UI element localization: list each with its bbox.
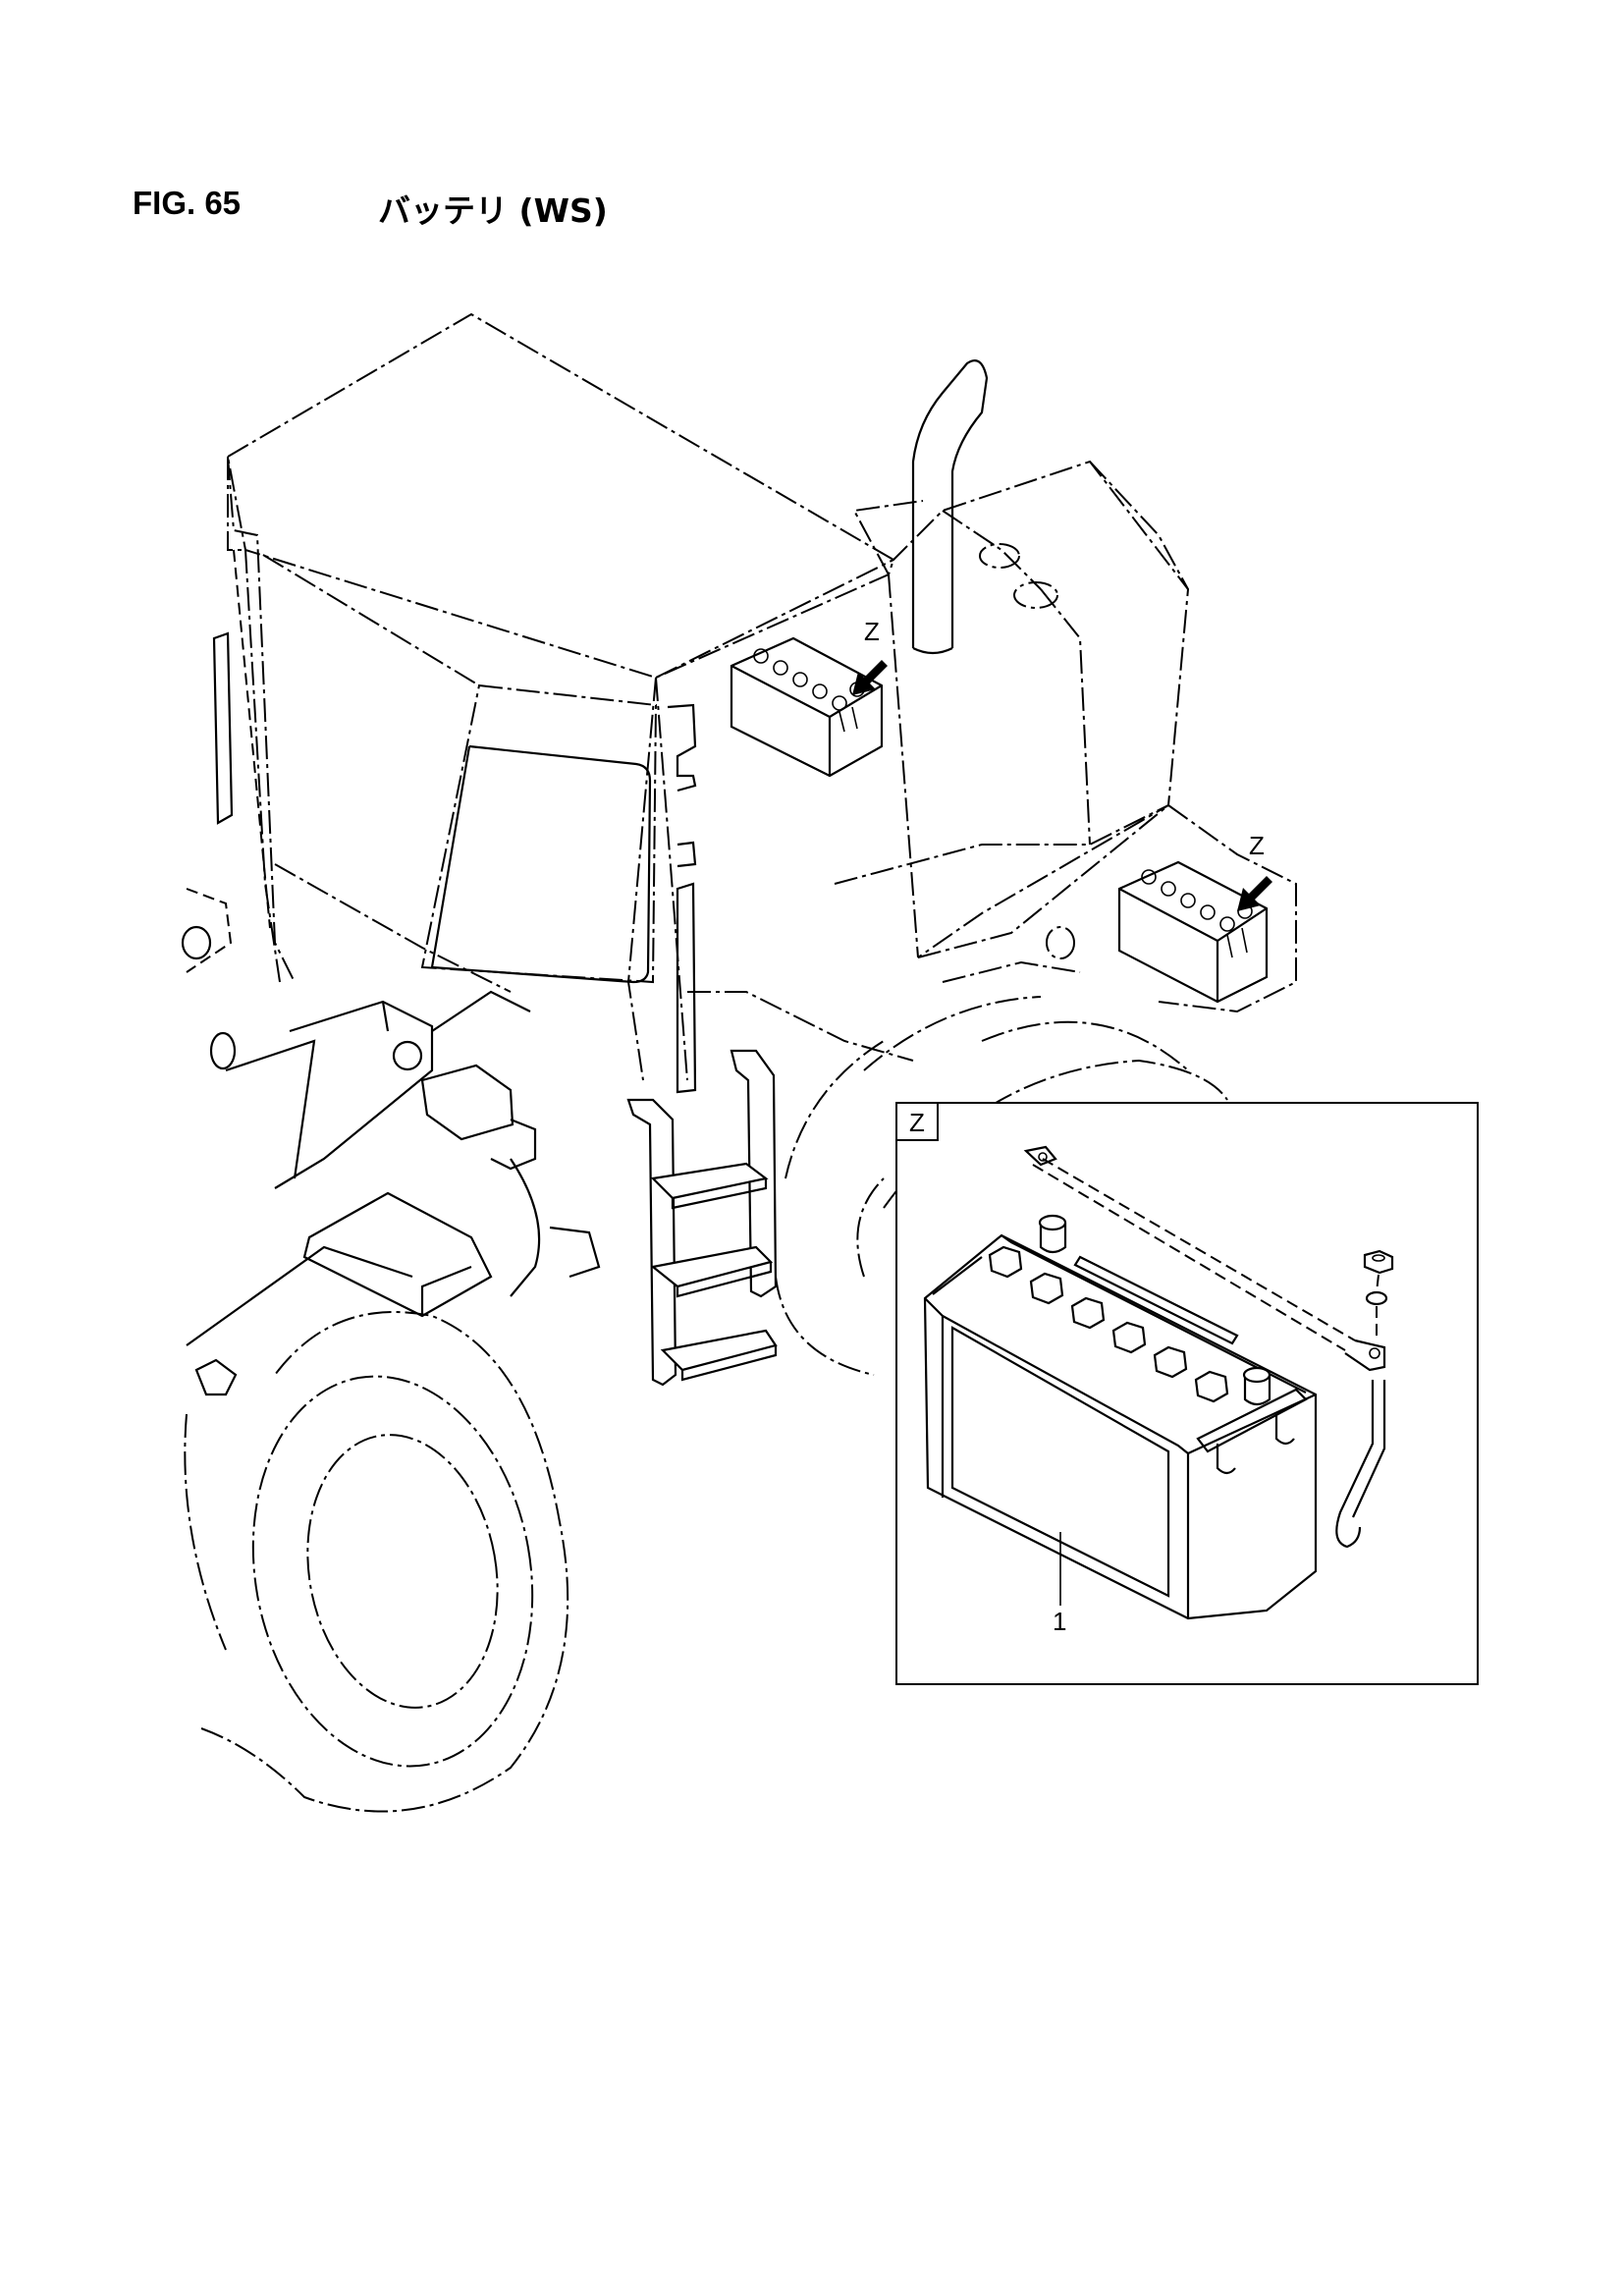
figure-title: バッテリ (WS) [378,191,608,230]
arrow-icon [1237,876,1272,911]
battery [923,1214,1318,1620]
detail-label-box [895,1102,939,1141]
part-number-label: 1 [1053,1607,1066,1636]
figure-number: FIG. 65 [133,185,242,221]
rear-battery-location: Z [1117,831,1272,1004]
nut-icon [1363,1249,1394,1275]
j-bolt [1335,1380,1375,1549]
view-callout-rear: Z [1249,831,1265,860]
ladder [626,1049,778,1387]
cab-battery-location: Z [730,617,888,778]
detail-view-z: Z [895,1102,1479,1685]
view-callout-cab: Z [864,617,880,646]
cell-caps [988,1245,1229,1403]
detail-label: Z [909,1108,925,1137]
wheel-loader-outline: Z Z [181,312,1297,1813]
front-wheel [184,1311,569,1813]
arrow-icon [852,660,888,695]
